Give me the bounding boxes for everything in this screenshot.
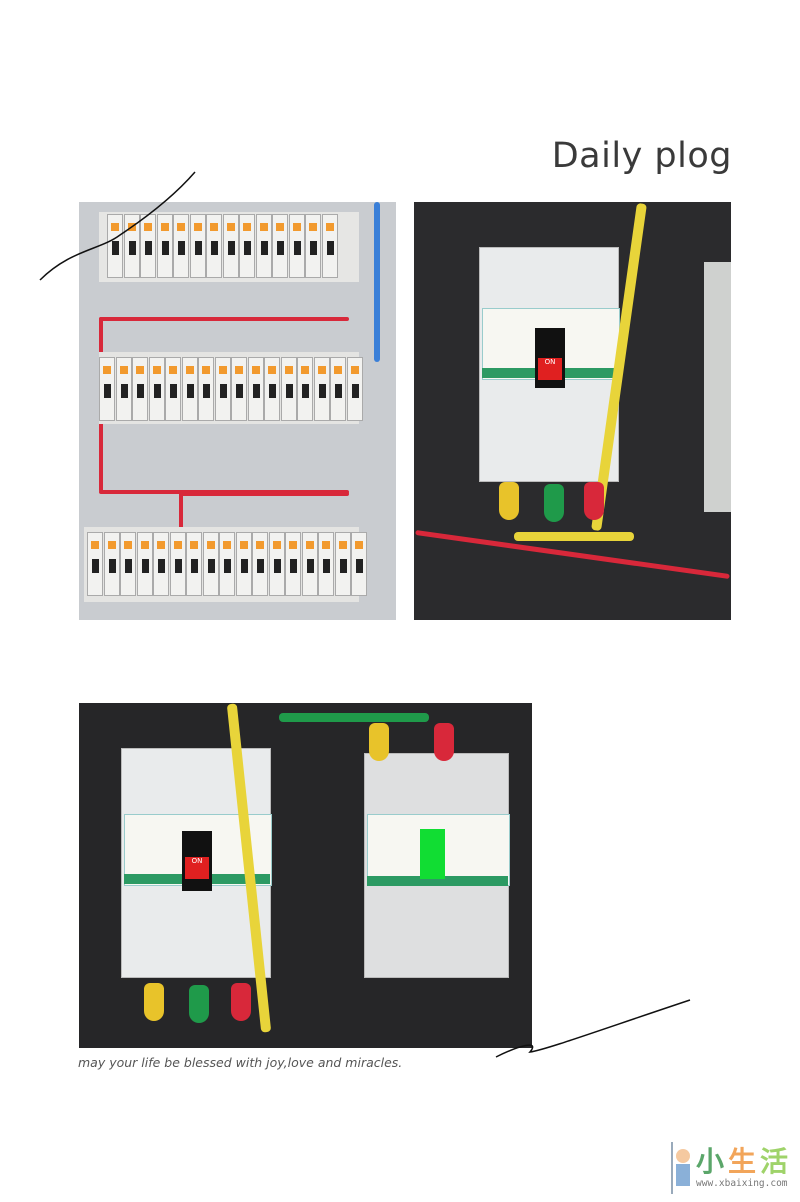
miniature-breaker: [165, 357, 181, 421]
miniature-breaker: [334, 532, 351, 596]
miniature-breaker: [297, 357, 313, 421]
watermark-url: www.xbaixing.com: [696, 1178, 788, 1189]
miniature-breaker: [252, 532, 268, 596]
miniature-breaker: [136, 532, 153, 596]
miniature-breaker: [247, 357, 264, 421]
miniature-breaker: [202, 532, 219, 596]
miniature-breaker: [268, 532, 285, 596]
miniature-breaker: [351, 532, 367, 596]
miniature-breaker: [222, 214, 239, 278]
miniature-breaker: [264, 357, 280, 421]
miniature-breaker: [87, 532, 103, 596]
miniature-breaker: [301, 532, 318, 596]
miniature-breaker: [206, 214, 222, 278]
miniature-breaker: [318, 532, 334, 596]
farmer-icon: [671, 1142, 690, 1194]
miniature-breaker: [231, 357, 247, 421]
miniature-breaker: [280, 357, 297, 421]
miniature-breaker: [346, 357, 363, 421]
watermark-text: 小生活: [696, 1145, 793, 1178]
miniature-breaker: [288, 214, 305, 278]
miniature-breaker: [115, 357, 132, 421]
caption: may your life be blessed with joy,love a…: [78, 1055, 403, 1070]
watermark-logo: 小生活 www.xbaixing.com: [668, 1140, 798, 1196]
on-switch-label: ON: [185, 857, 209, 879]
miniature-breaker: [313, 357, 330, 421]
miniature-breaker: [198, 357, 214, 421]
miniature-breaker: [169, 532, 186, 596]
photo-two-breakers: ON: [79, 703, 532, 1048]
miniature-breaker: [189, 214, 206, 278]
miniature-breaker: [99, 357, 115, 421]
miniature-breaker: [330, 357, 346, 421]
miniature-breaker: [285, 532, 301, 596]
miniature-breaker: [132, 357, 148, 421]
miniature-breaker: [214, 357, 231, 421]
miniature-breaker: [107, 214, 123, 278]
miniature-breaker: [272, 214, 288, 278]
breaker-body-right: [364, 753, 510, 978]
miniature-breaker: [181, 357, 198, 421]
miniature-breaker: [186, 532, 202, 596]
miniature-breaker: [153, 532, 169, 596]
photo-molded-case-breaker: ON: [414, 202, 731, 620]
miniature-breaker: [219, 532, 235, 596]
miniature-breaker: [120, 532, 136, 596]
on-switch-label: ON: [538, 358, 562, 380]
miniature-breaker: [255, 214, 272, 278]
miniature-breaker: [148, 357, 165, 421]
miniature-breaker: [173, 214, 189, 278]
photo-distribution-panel: [79, 202, 396, 620]
miniature-breaker: [239, 214, 255, 278]
miniature-breaker: [235, 532, 252, 596]
miniature-breaker: [156, 214, 173, 278]
page-title: Daily plog: [551, 136, 732, 176]
miniature-breaker: [103, 532, 120, 596]
miniature-breaker: [321, 214, 338, 278]
miniature-breaker: [305, 214, 321, 278]
